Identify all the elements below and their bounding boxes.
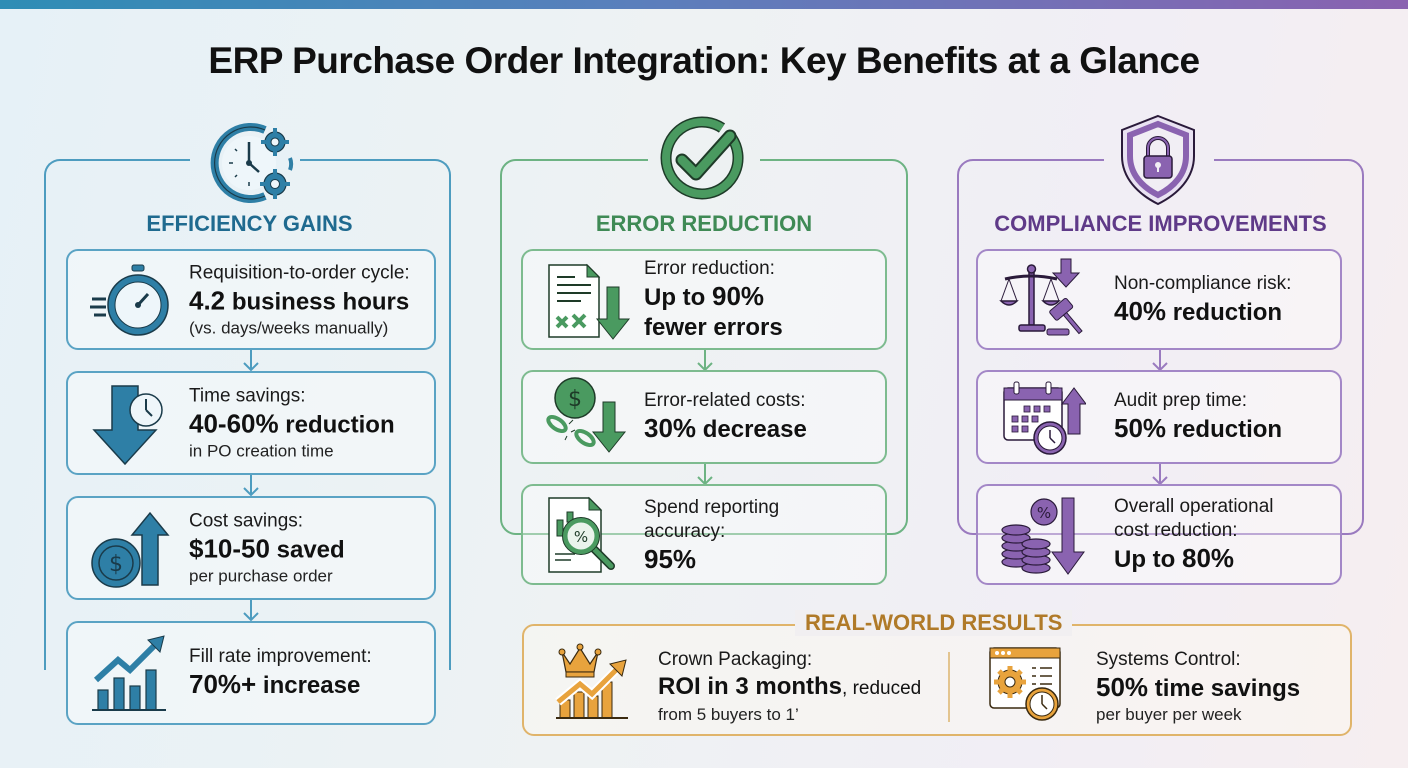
flow-arrow-icon [1152, 464, 1168, 486]
metric-value: 4.2 business hours [189, 285, 410, 315]
card-text: Fill rate improvement: 70%+ increase [189, 645, 372, 701]
metric-value: 95% [644, 543, 697, 574]
clock-gears-icon [210, 123, 294, 203]
metric-value: 40-60% reduction [189, 408, 395, 439]
metric-label-cont: accuracy: [644, 520, 726, 542]
metric-value: 50% reduction [1114, 413, 1283, 443]
card-text: Requisition-to-order cycle: 4.2 business… [189, 261, 410, 338]
real-world-results-panel: Crown Packaging: ROI in 3 months, reduce… [522, 624, 1352, 736]
window-gear-clock-icon [989, 647, 1061, 721]
card-audit-prep: Audit prep time: 50% reduction [976, 370, 1342, 464]
card-operational-cost: % Overall operational cost reduction: Up… [976, 484, 1342, 585]
card-text: Non-compliance risk: 40% reduction [1114, 272, 1291, 328]
real-world-results-heading: REAL-WORLD RESULTS [795, 610, 1073, 636]
flow-arrow-icon [1152, 350, 1168, 372]
check-circle-icon [660, 116, 744, 200]
metric-label: Cost savings: [189, 510, 304, 532]
card-text: Time savings: 40-60% reduction in PO cre… [189, 385, 395, 462]
calendar-clock-icon [1003, 381, 1086, 455]
bar-chart-trend-icon [92, 635, 166, 711]
metric-value: Up to 80% [1114, 542, 1235, 573]
metric-label: Fill rate improvement: [189, 646, 372, 667]
metric-label: Error reduction: [644, 257, 775, 279]
card-text: Spend reporting accuracy: 95% [644, 496, 779, 574]
metric-label: Time savings: [189, 385, 306, 407]
svg-text:$: $ [109, 552, 123, 577]
metric-value: Up to 90% [644, 280, 765, 311]
coins-percent-down-icon: % [1001, 497, 1085, 575]
result-systems-control-text: Systems Control: 50% time savings per bu… [1096, 648, 1300, 725]
efficiency-gains-heading: EFFICIENCY GAINS [146, 211, 353, 236]
card-text: Error reduction: Up to 90% fewer errors [644, 257, 783, 343]
svg-text:$: $ [568, 387, 582, 412]
result-subtext: from 5 buyers to 1’ [658, 705, 799, 724]
metric-value: 40% reduction [1114, 295, 1283, 326]
card-text: Overall operational cost reduction: Up t… [1114, 495, 1273, 575]
flow-arrow-icon [243, 350, 259, 372]
metric-label: Audit prep time: [1114, 390, 1248, 411]
compliance-improvements-heading: COMPLIANCE IMPROVEMENTS [994, 211, 1327, 236]
card-non-compliance-risk: Non-compliance risk: 40% reduction [976, 249, 1342, 350]
down-arrow-clock-icon [92, 385, 163, 466]
svg-text:%: % [574, 528, 588, 546]
flow-arrow-icon [243, 475, 259, 497]
result-crown-text: Crown Packaging: ROI in 3 months, reduce… [658, 648, 921, 725]
flow-arrow-icon [697, 350, 713, 372]
card-text: Error-related costs: 30% decrease [644, 389, 807, 445]
result-value: ROI in 3 months, reduced [658, 673, 922, 700]
metric-label: Overall operational [1114, 495, 1274, 517]
card-text: Audit prep time: 50% reduction [1114, 389, 1282, 445]
stopwatch-icon [90, 264, 169, 336]
metric-label: Non-compliance risk: [1114, 272, 1292, 294]
metric-label: Spend reporting [644, 496, 780, 518]
coin-up-arrow-icon: $ [91, 511, 170, 588]
card-requisition-cycle: Requisition-to-order cycle: 4.2 business… [66, 249, 436, 350]
error-reduction-heading: ERROR REDUCTION [595, 211, 813, 236]
document-errors-down-icon [548, 263, 631, 340]
card-time-savings: Time savings: 40-60% reduction in PO cre… [66, 371, 436, 475]
broken-chain-dollar-icon: $ [546, 377, 627, 453]
result-label: Crown Packaging: [658, 649, 813, 670]
metric-label: Requisition-to-order cycle: [189, 262, 410, 283]
card-cost-savings: $ Cost savings: $10-50 saved per purchas… [66, 496, 436, 600]
result-subtext: per buyer per week [1096, 705, 1242, 724]
metric-subtext: (vs. days/weeks manually) [189, 318, 389, 337]
flow-arrow-icon [243, 600, 259, 622]
top-gradient-bar [0, 0, 1408, 9]
metric-value: 30% decrease [644, 413, 807, 443]
metric-subtext: in PO creation time [189, 441, 334, 461]
flow-arrow-icon [697, 464, 713, 486]
metric-label: Error-related costs: [644, 390, 806, 411]
crown-chart-icon [555, 643, 628, 719]
results-divider [948, 652, 950, 722]
metric-subtext: per purchase order [189, 566, 333, 586]
card-error-costs: $ Error-related costs: 30% decrease [521, 370, 887, 464]
result-label: Systems Control: [1096, 649, 1241, 670]
card-fill-rate: Fill rate improvement: 70%+ increase [66, 621, 436, 725]
svg-text:%: % [1037, 504, 1051, 522]
result-value: 50% time savings [1096, 672, 1301, 702]
metric-subtext: fewer errors [644, 313, 783, 341]
metric-value: $10-50 saved [189, 533, 345, 564]
metric-value: 70%+ increase [189, 669, 361, 699]
report-magnifier-percent-icon: % [548, 496, 615, 573]
page-title: ERP Purchase Order Integration: Key Bene… [208, 40, 1200, 81]
scales-gavel-icon [999, 258, 1083, 335]
metric-label-cont: cost reduction: [1114, 519, 1238, 541]
card-text: Cost savings: $10-50 saved per purchase … [189, 510, 345, 587]
shield-lock-icon [1121, 114, 1195, 206]
card-spend-reporting: % Spend reporting accuracy: 95% [521, 484, 887, 585]
card-error-reduction: Error reduction: Up to 90% fewer errors [521, 249, 887, 350]
